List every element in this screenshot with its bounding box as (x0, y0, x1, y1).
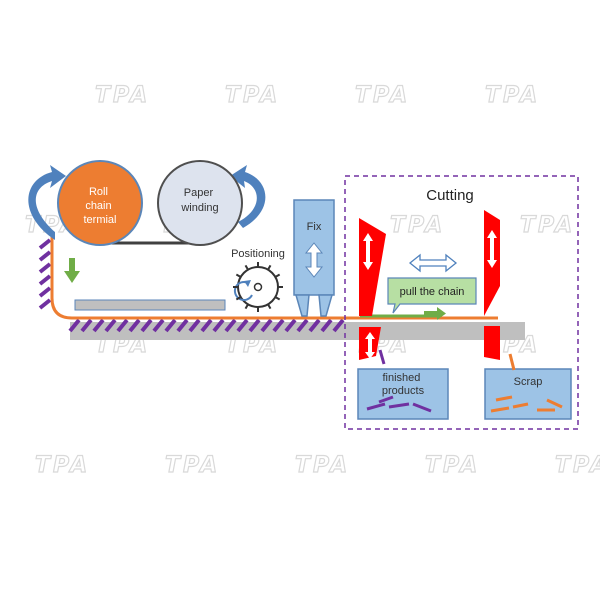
fix-press (293, 199, 335, 317)
hatch-mark (176, 318, 189, 333)
hatch-mark (38, 286, 52, 298)
roll-label-line-2: chain (85, 200, 111, 212)
hatch-mark (38, 262, 52, 274)
hatch-mark (38, 250, 52, 262)
watermark-text: TPA (555, 453, 600, 478)
wheel-tooth (274, 296, 281, 301)
finished-label-line-1: finished (383, 372, 421, 384)
hatch-mark (116, 318, 129, 333)
hatch-mark (38, 238, 52, 250)
hatch-mark (68, 318, 81, 333)
watermark-text: TPA (390, 213, 445, 238)
hatch-mark (212, 318, 225, 333)
hatch-mark (236, 318, 249, 333)
hatch-mark (260, 318, 273, 333)
wheel-tooth (274, 273, 281, 278)
finished-product-pieces (366, 349, 432, 413)
paper-label-line-2: winding (180, 202, 218, 214)
hatch-mark (272, 318, 285, 333)
wheel-tooth (235, 296, 242, 301)
hatch-mark (296, 318, 309, 333)
roll-chain-terminal (57, 160, 143, 246)
curved-arrow-left-icon (28, 165, 66, 240)
scrap-label: Scrap (514, 376, 543, 388)
hatch-mark (284, 318, 297, 333)
finished-label-line-2: products (382, 385, 425, 397)
scrap-pieces (490, 353, 563, 413)
watermark-text: TPA (165, 453, 220, 478)
watermark-text: TPA (95, 83, 150, 108)
positioning-label: Positioning (231, 248, 285, 260)
fix-label: Fix (307, 221, 322, 233)
watermark-text: TPA (520, 213, 575, 238)
hatch-mark (320, 318, 333, 333)
wheel-tooth (267, 303, 272, 310)
paper-label-line-1: Paper (184, 187, 214, 199)
roll-label-line-3: termial (83, 214, 116, 226)
hatch-mark (92, 318, 105, 333)
pull-chain-callout (387, 277, 477, 314)
wheel-tooth (267, 264, 272, 271)
pull-the-chain-label: pull the chain (400, 286, 465, 298)
watermark-text: TPA (35, 453, 90, 478)
hatch-mark (140, 318, 153, 333)
hatch-mark (200, 318, 213, 333)
cutting-label: Cutting (426, 187, 474, 204)
watermark-text: TPA (295, 453, 350, 478)
upper-rail (74, 299, 226, 311)
roll-label-line-1: Roll (89, 186, 108, 198)
wheel-tooth (235, 273, 242, 278)
hatch-mark (308, 318, 321, 333)
svg-text:Paper winding: Paper winding (180, 187, 218, 214)
hatch-mark (152, 318, 165, 333)
svg-text:finished products: finished products (382, 372, 425, 397)
watermark-text: TPA (425, 453, 480, 478)
hatch-mark (332, 318, 345, 333)
svg-text:Roll chain termial: Roll chain termial (83, 186, 116, 226)
hatch-mark (188, 318, 201, 333)
chain-line (50, 232, 498, 320)
paper-winding-roll (157, 160, 243, 246)
hatch-mark (248, 318, 261, 333)
wheel-tooth (244, 264, 249, 271)
chain-hatch-marks (38, 238, 345, 333)
conveyor-rail (70, 322, 525, 340)
hatch-mark (104, 318, 117, 333)
right-cutting-blade (484, 210, 500, 360)
down-arrow-green-icon (64, 258, 80, 283)
hatch-mark (38, 274, 52, 286)
hatch-mark (38, 298, 52, 310)
curved-arrow-right-icon (230, 165, 266, 228)
hatch-mark (128, 318, 141, 333)
wheel-tooth (244, 303, 249, 310)
left-cutting-blade (359, 218, 386, 360)
hatch-mark (80, 318, 93, 333)
double-horizontal-arrow-icon (408, 253, 458, 273)
hatch-mark (164, 318, 177, 333)
hatch-mark (224, 318, 237, 333)
watermark-text: TPA (355, 83, 410, 108)
watermark-text: TPA (225, 83, 280, 108)
positioning-wheel (233, 262, 283, 312)
right-arrow-green-icon (424, 307, 446, 320)
watermark-text: TPA (485, 83, 540, 108)
finished-products-bin (357, 368, 449, 420)
